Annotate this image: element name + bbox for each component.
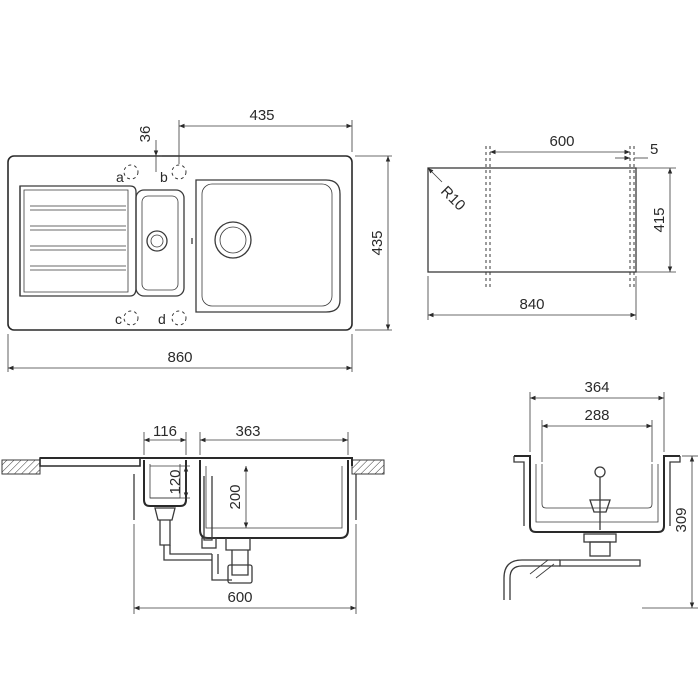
- outer-364-label: 364: [584, 379, 609, 396]
- tap-hole-c-icon: [123, 310, 139, 326]
- inner-width-600-label: 600: [549, 133, 574, 150]
- hole-c-label: c: [115, 311, 122, 327]
- inner-288-label: 288: [584, 407, 609, 424]
- main-bowl-363-label: 363: [235, 423, 260, 440]
- small-drain-icon: [146, 230, 168, 252]
- small-bowl-116-label: 116: [153, 423, 177, 440]
- width-860-label: 860: [167, 349, 192, 366]
- small-depth-120-label: 120: [167, 469, 184, 494]
- tap-hole-a-icon: [123, 164, 139, 180]
- main-bowl: [195, 179, 341, 313]
- small-bowl: [135, 189, 185, 297]
- side-bowl-section: [514, 455, 680, 533]
- countertop-right: [351, 459, 385, 475]
- inner-height-415-label: 415: [651, 207, 668, 232]
- drainer-grooves: [30, 205, 126, 271]
- height-435-label: 435: [369, 230, 386, 255]
- hole-d-label: d: [158, 311, 166, 327]
- sink-outline: [7, 155, 353, 331]
- outer-width-840-label: 840: [519, 296, 544, 313]
- tap-hole-d-icon: [171, 310, 187, 326]
- main-depth-200-label: 200: [227, 484, 244, 509]
- drain-plumbing: [154, 476, 253, 584]
- hole-a-label: a: [116, 169, 124, 185]
- countertop-left: [1, 459, 41, 475]
- top-view: a b c d 860 435 435 36: [7, 107, 392, 372]
- small-bowl-section: [143, 460, 187, 507]
- total-depth-309-label: 309: [673, 507, 690, 532]
- edge-5-label: 5: [650, 141, 658, 158]
- side-drain-trap: [503, 533, 641, 600]
- hole-offset-36-label: 36: [137, 126, 154, 143]
- tap-hole-b-icon: [171, 164, 187, 180]
- main-bowl-section: [199, 460, 349, 539]
- side-section: 364 288 309: [503, 379, 698, 609]
- cutout-rect: [427, 167, 637, 273]
- hole-b-label: b: [160, 169, 168, 185]
- cutout-view: R10 600 5 415 840: [427, 133, 676, 320]
- overflow-icon: [594, 466, 606, 478]
- front-section: 116 363 120 200 600: [1, 423, 385, 614]
- cabinet-600-label: 600: [227, 589, 252, 606]
- bowl-offset-435-label: 435: [249, 107, 274, 124]
- radius-r10-label: R10: [437, 183, 468, 214]
- main-drain-icon: [214, 221, 252, 259]
